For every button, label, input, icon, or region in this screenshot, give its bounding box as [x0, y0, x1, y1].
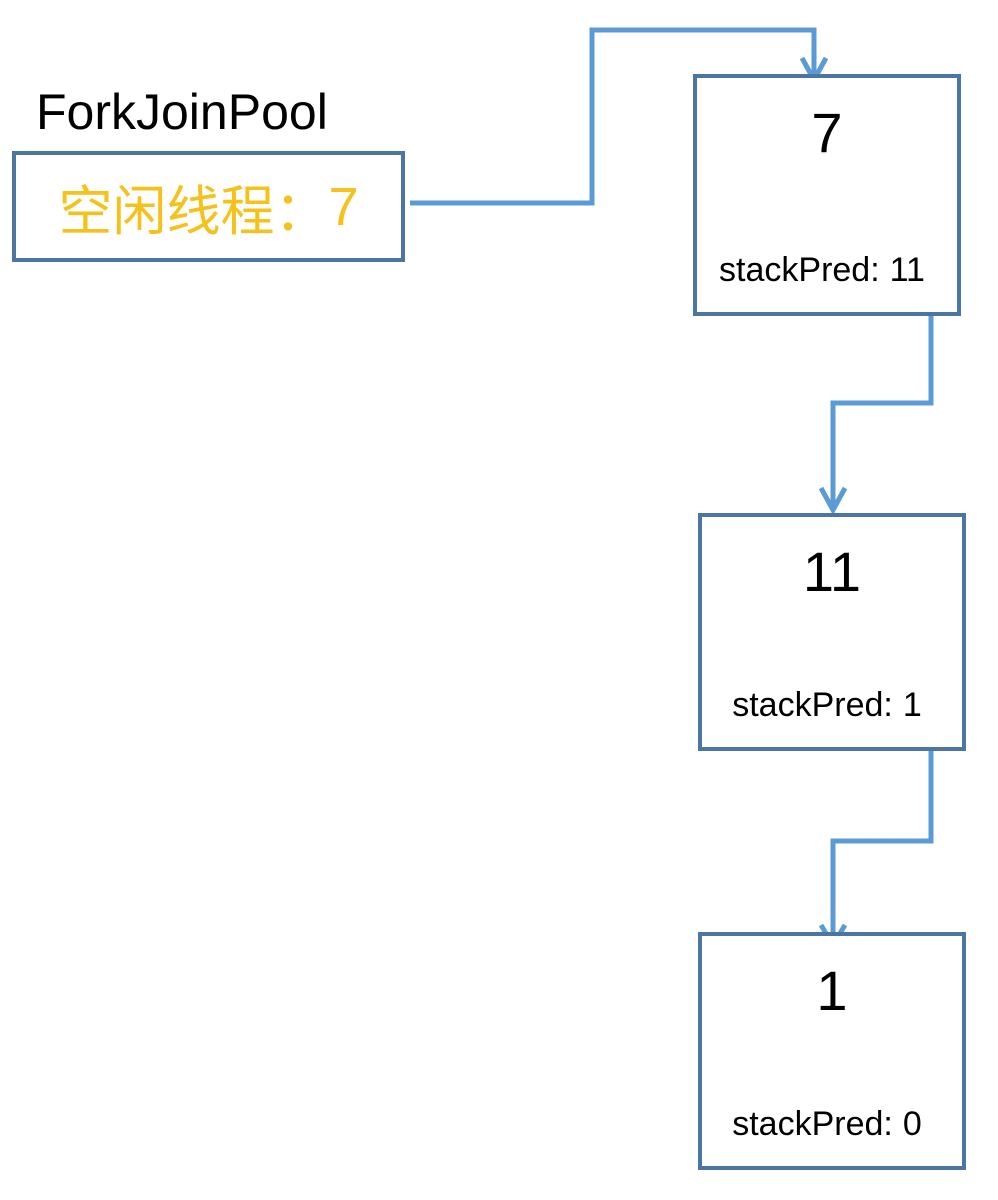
idle-thread-label: 空闲线程： — [58, 182, 329, 242]
stack-pred: stackPred:1 — [702, 685, 962, 725]
stack-pred-value: 11 — [889, 251, 925, 289]
arrowhead-node-11 — [818, 486, 848, 516]
connector-node-11-to-node-1 — [830, 730, 934, 945]
thread-node-1: 1 stackPred:0 — [698, 932, 966, 1170]
pool-title: ForkJoinPool — [36, 84, 328, 140]
thread-node-7: 7 stackPred:11 — [693, 74, 961, 316]
stack-pred-label: stackPred: — [719, 251, 880, 289]
node-id: 7 — [811, 101, 843, 164]
pool-box: 空闲线程：7 — [12, 151, 405, 262]
stack-pred-value: 0 — [902, 1105, 922, 1143]
connector-node-7-to-node-11 — [830, 292, 934, 510]
stack-pred-label: stackPred: — [732, 1105, 893, 1143]
stack-pred-value: 1 — [902, 686, 922, 724]
stack-pred: stackPred:0 — [702, 1104, 962, 1144]
stack-pred: stackPred:11 — [697, 250, 957, 290]
idle-thread-value: 7 — [328, 176, 359, 237]
connector-pool-to-node-7 — [410, 27, 817, 206]
node-id: 1 — [816, 959, 848, 1022]
thread-node-11: 11 stackPred:1 — [698, 513, 966, 751]
node-id: 11 — [802, 540, 862, 603]
stack-pred-label: stackPred: — [732, 686, 893, 724]
